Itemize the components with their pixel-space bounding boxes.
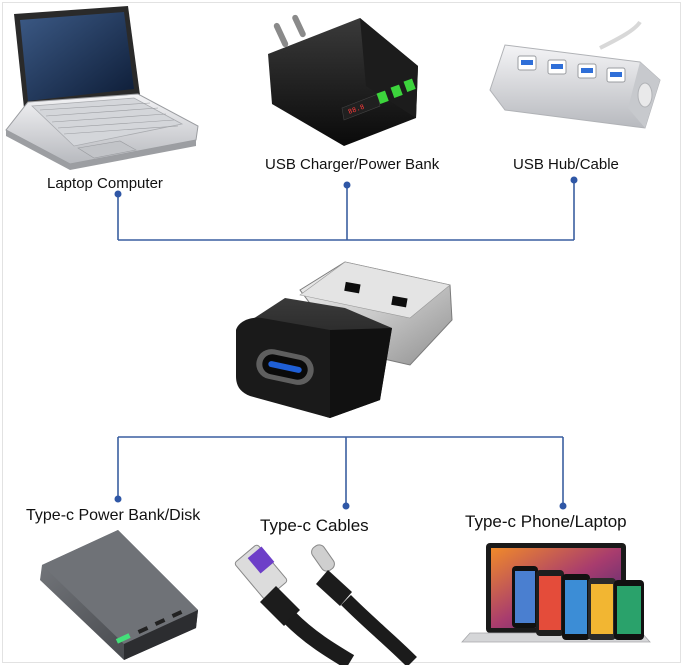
usb-a-to-type-c-adapter-icon — [236, 261, 453, 418]
label-type-c-phone-laptop: Type-c Phone/Laptop — [465, 512, 627, 531]
cable-icon — [234, 544, 417, 665]
laptop-icon — [5, 6, 199, 170]
top-connector-lines — [117, 180, 575, 241]
connector-dot-hub — [570, 176, 578, 184]
connector-dot-laptop — [114, 190, 122, 198]
label-usb-charger-power-bank: USB Charger/Power Bank — [265, 156, 440, 173]
label-type-c-cables: Type-c Cables — [260, 516, 369, 535]
connector-dot-charger — [343, 181, 351, 189]
bottom-connector-lines — [117, 436, 564, 505]
label-laptop-computer: Laptop Computer — [47, 175, 163, 192]
usb-hub-icon — [489, 20, 661, 129]
phone-laptop-icon — [461, 543, 651, 643]
label-usb-hub-cable: USB Hub/Cable — [513, 156, 619, 173]
connector-dot-phone-laptop — [559, 502, 567, 510]
power-bank-icon — [40, 530, 198, 660]
connector-dot-cables — [342, 502, 350, 510]
wall-charger-icon: 88.8 — [268, 14, 418, 146]
connector-dot-power-bank — [114, 495, 122, 503]
label-type-c-power-bank-disk: Type-c Power Bank/Disk — [26, 507, 201, 524]
